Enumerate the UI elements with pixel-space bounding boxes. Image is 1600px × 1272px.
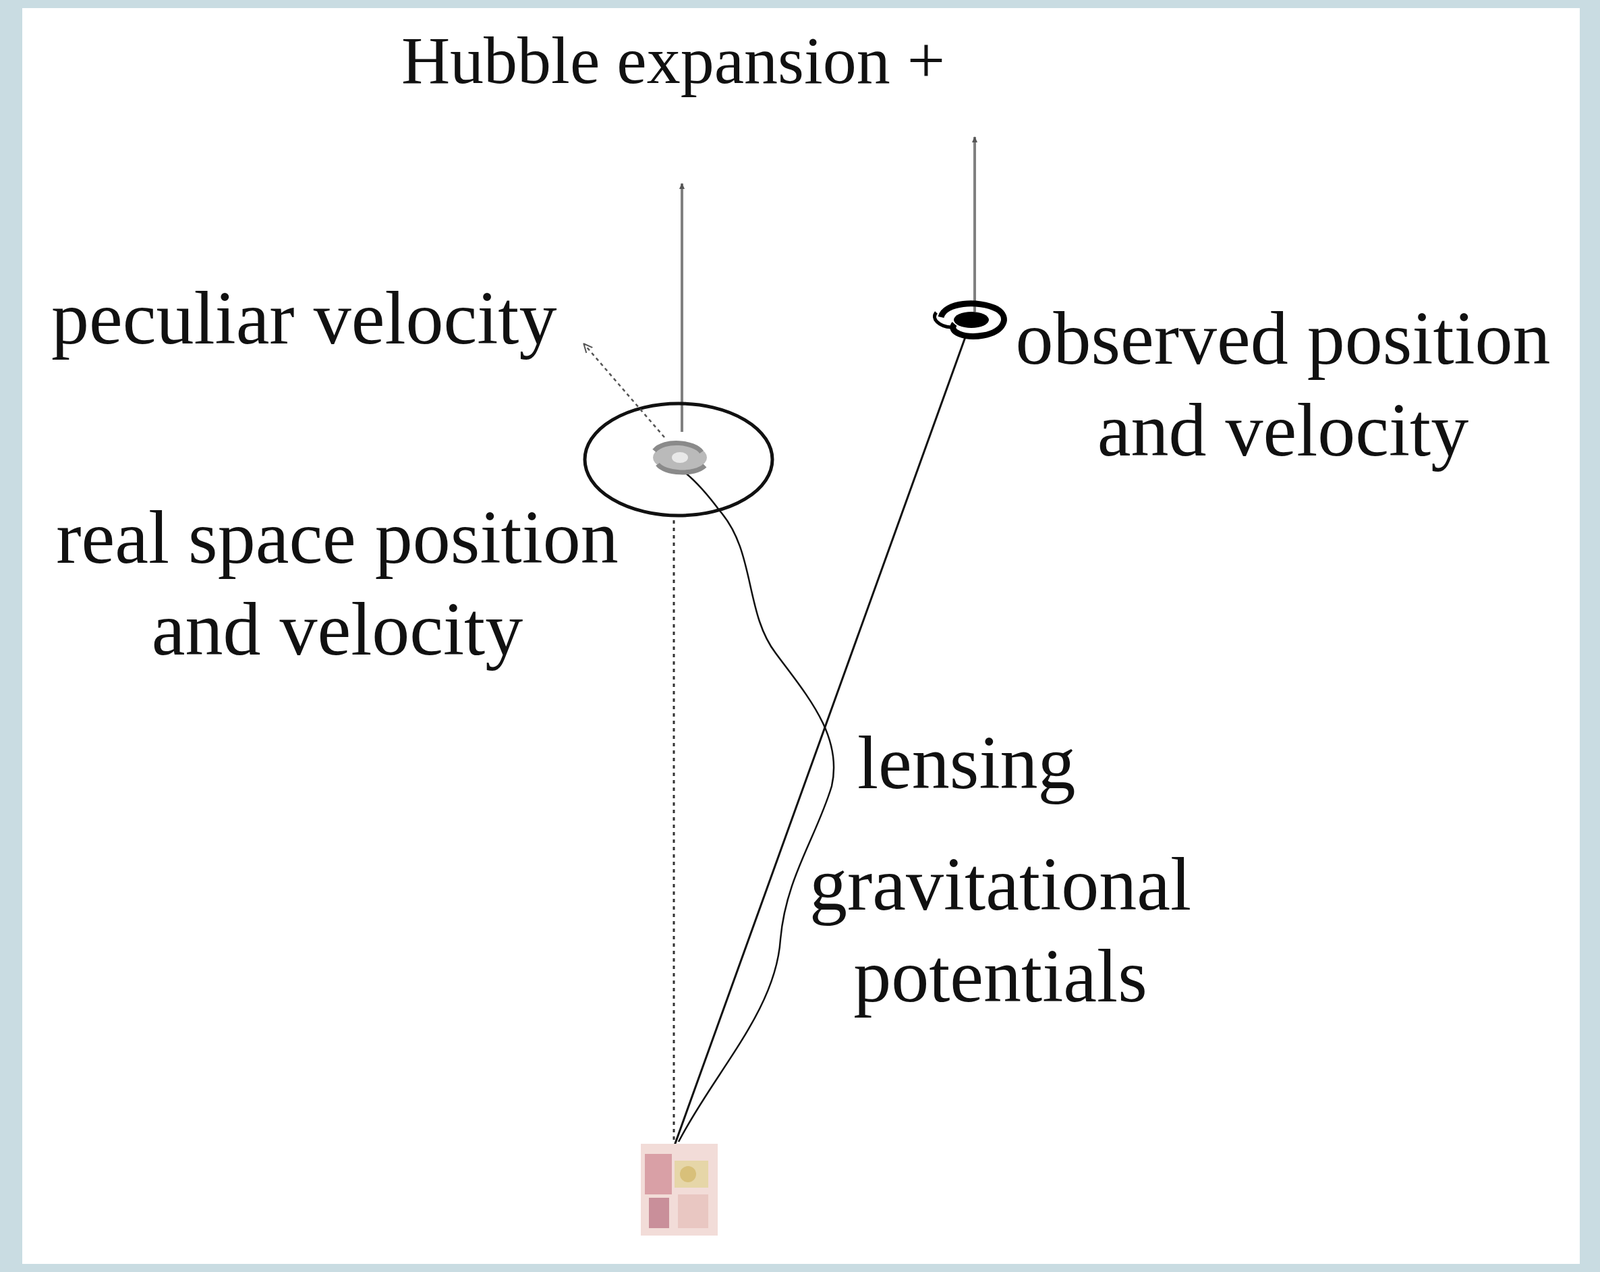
line-of-sight [673,516,676,1147]
effect-label: gravitational potentials [764,837,1237,1022]
velocity-label: peculiar velocity [51,271,557,364]
peculiar-velocity-arrow [584,344,665,438]
observed-galaxy [934,303,1004,336]
observer-icon [640,1143,718,1236]
hubble-arrow [973,136,977,312]
position-label: real space position and velocity [33,491,641,675]
effect-label: lensing [857,716,1076,809]
axis-label: Hubble expansion + [369,20,977,102]
real-galaxy [652,442,707,472]
lensed-ray [678,471,834,1142]
position-label: observed position and velocity [996,292,1570,476]
hubble-arrow [680,183,684,432]
